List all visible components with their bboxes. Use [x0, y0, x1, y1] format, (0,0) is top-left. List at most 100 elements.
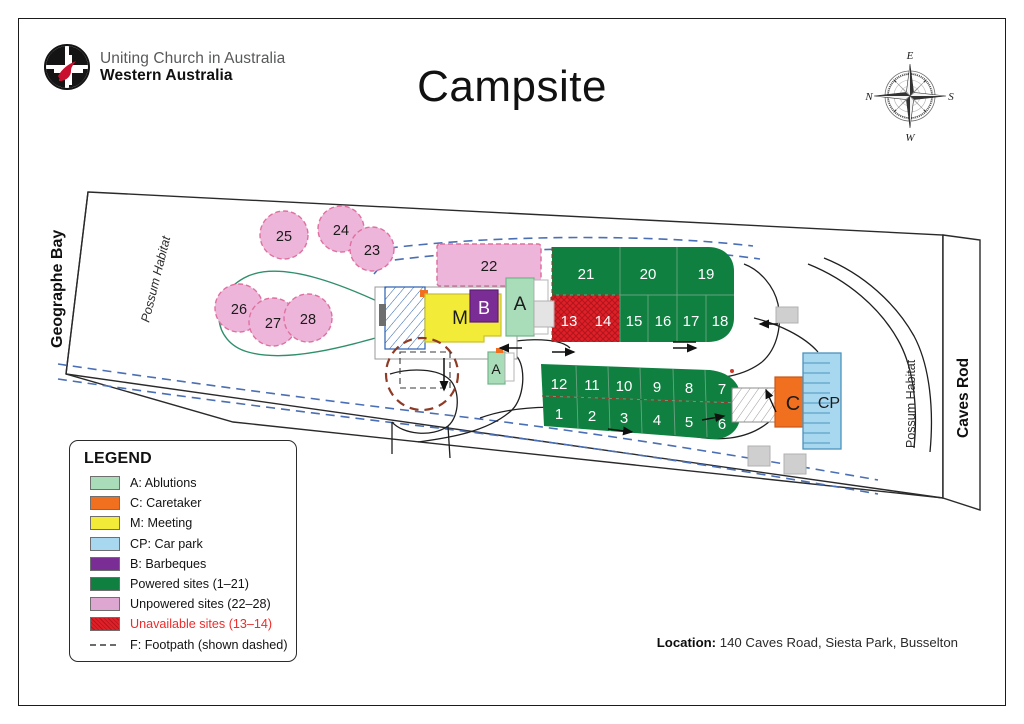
footpath-beach	[57, 363, 879, 495]
building-label-ablutions-south: A	[491, 361, 501, 377]
legend-label-5: Powered sites (1–21)	[130, 577, 250, 592]
label-caves-road: Caves Rod	[955, 358, 972, 438]
site-6-label: 6	[718, 416, 726, 433]
site-13-label: 13	[561, 313, 578, 330]
legend-row-2: M: Meeting	[84, 513, 284, 533]
site-3-label: 3	[620, 410, 628, 427]
page-title: Campsite	[417, 62, 607, 111]
traffic-direction-arrows	[439, 319, 778, 436]
site-16-label: 16	[655, 313, 672, 330]
legend-label-7: Unavailable sites (13–14)	[130, 617, 273, 632]
turnaround-area	[384, 336, 460, 412]
site-15-label: 15	[626, 313, 643, 330]
legend-title: LEGEND	[84, 450, 152, 467]
legend-row-8: F: Footpath (shown dashed)	[84, 635, 288, 655]
legend-row-1: C: Caretaker	[84, 493, 284, 513]
legend-row-7: Unavailable sites (13–14)	[84, 614, 284, 634]
site-22[interactable]: 22	[436, 243, 542, 287]
legend-swatch-0	[90, 476, 120, 491]
site-12-label: 12	[551, 376, 568, 393]
caves-road-strip	[942, 234, 981, 511]
arrow-pair-marks	[673, 341, 777, 413]
powered-block-south-shape[interactable]	[541, 364, 740, 440]
site-7-label: 7	[718, 381, 726, 398]
site-11-label: 11	[584, 377, 600, 394]
legend-row-6: Unpowered sites (22–28)	[84, 594, 284, 614]
building-label-ablutions-north: A	[514, 294, 527, 315]
legend-swatch-2	[90, 516, 120, 531]
location-label: Location:	[656, 635, 717, 650]
organisation-logo: Uniting Church in Australia Western Aust…	[44, 44, 285, 90]
logo-line-2: Western Australia	[100, 67, 233, 84]
site-27-label: 27	[265, 316, 281, 332]
legend-label-6: Unpowered sites (22–28)	[130, 597, 271, 612]
legend-swatch-5	[90, 577, 120, 592]
site-24-label: 24	[333, 223, 349, 239]
site-19-label: 19	[698, 266, 715, 283]
building-label-caretaker: C	[786, 393, 800, 415]
legend-panel: LEGEND A: Ablutions C: Caretaker M: Meetin…	[69, 440, 297, 662]
site-1-label: 1	[555, 406, 563, 423]
legend-row-5: Powered sites (1–21)	[84, 574, 284, 594]
ablutions-south-block[interactable]: A	[487, 348, 515, 385]
legend-label-0: A: Ablutions	[130, 476, 197, 491]
legend-label-3: CP: Car park	[130, 536, 203, 551]
barbeques-block[interactable]: B	[469, 289, 499, 323]
compass-label-left: N	[864, 91, 873, 103]
legend-label-8: F: Footpath (shown dashed)	[130, 637, 288, 652]
site-25[interactable]: 25	[259, 210, 309, 260]
label-possum-habitat-right: Possum Habitat	[904, 359, 918, 448]
caretaker-carpark-group[interactable]: C CP	[731, 352, 842, 450]
site-10-label: 10	[616, 378, 633, 395]
site-9-label: 9	[653, 379, 661, 396]
location-line: Location: 140 Caves Road, Siesta Park, B…	[657, 635, 958, 650]
site-28[interactable]: 28	[283, 293, 333, 343]
legend-row-0: A: Ablutions	[84, 473, 284, 493]
site-18-label: 18	[712, 313, 729, 330]
site-8-label: 8	[685, 380, 693, 397]
site-14-label: 14	[595, 313, 612, 330]
site-23-label: 23	[364, 243, 380, 259]
site-22-label: 22	[481, 258, 498, 275]
utility-boxes	[533, 300, 807, 475]
unpowered-circle-sites[interactable]: 25 24 23 26 27 28	[214, 205, 395, 347]
site-25-label: 25	[276, 229, 292, 245]
compass-label-bottom: W	[905, 132, 915, 144]
site-26-label: 26	[231, 302, 247, 318]
building-label-barbeques: B	[478, 298, 490, 318]
legend-label-1: C: Caretaker	[130, 496, 202, 511]
legend-swatch-6	[90, 597, 120, 612]
compass-label-top: E	[906, 50, 914, 62]
unavailable-sites-overlay[interactable]	[552, 295, 620, 342]
legend-swatch-4	[90, 556, 120, 571]
site-4-label: 4	[653, 412, 661, 429]
site-28-label: 28	[300, 312, 316, 328]
site-23[interactable]: 23	[349, 226, 395, 272]
legend-label-4: B: Barbeques	[130, 556, 207, 571]
site-20-label: 20	[640, 266, 657, 283]
site-2-label: 2	[588, 408, 596, 425]
legend-swatch-7	[90, 617, 120, 632]
site-5-label: 5	[685, 414, 693, 431]
legend-swatch-footpath-dashed	[90, 638, 120, 652]
legend-swatch-1	[90, 496, 120, 511]
compass-label-right: S	[948, 91, 954, 103]
location-value: 140 Caves Road, Siesta Park, Busselton	[719, 635, 958, 650]
building-label-meeting: M	[452, 308, 468, 329]
compass-rose-icon: E W N S	[864, 50, 954, 144]
powered-block-north[interactable]: 21 20 19 13 14 15 16 17 18	[546, 247, 734, 342]
legend-swatch-3	[90, 536, 120, 551]
uniting-church-dove-logo-icon	[44, 44, 90, 90]
legend-row-4: B: Barbeques	[84, 554, 284, 574]
label-geographe-bay: Geographe Bay	[49, 230, 66, 348]
site-21-label: 21	[578, 266, 595, 283]
powered-block-south[interactable]: 12 11 10 9 8 7 1 2 3 4 5 6	[541, 364, 741, 440]
campsite-map[interactable]: 25 24 23 26 27 28	[18, 18, 1006, 706]
logo-line-1: Uniting Church in Australia	[100, 49, 286, 67]
boundary-left-edge	[65, 191, 89, 375]
dove-cross-glyph	[54, 55, 83, 85]
building-label-car-park: CP	[818, 395, 840, 412]
legend-label-2: M: Meeting	[130, 516, 193, 531]
